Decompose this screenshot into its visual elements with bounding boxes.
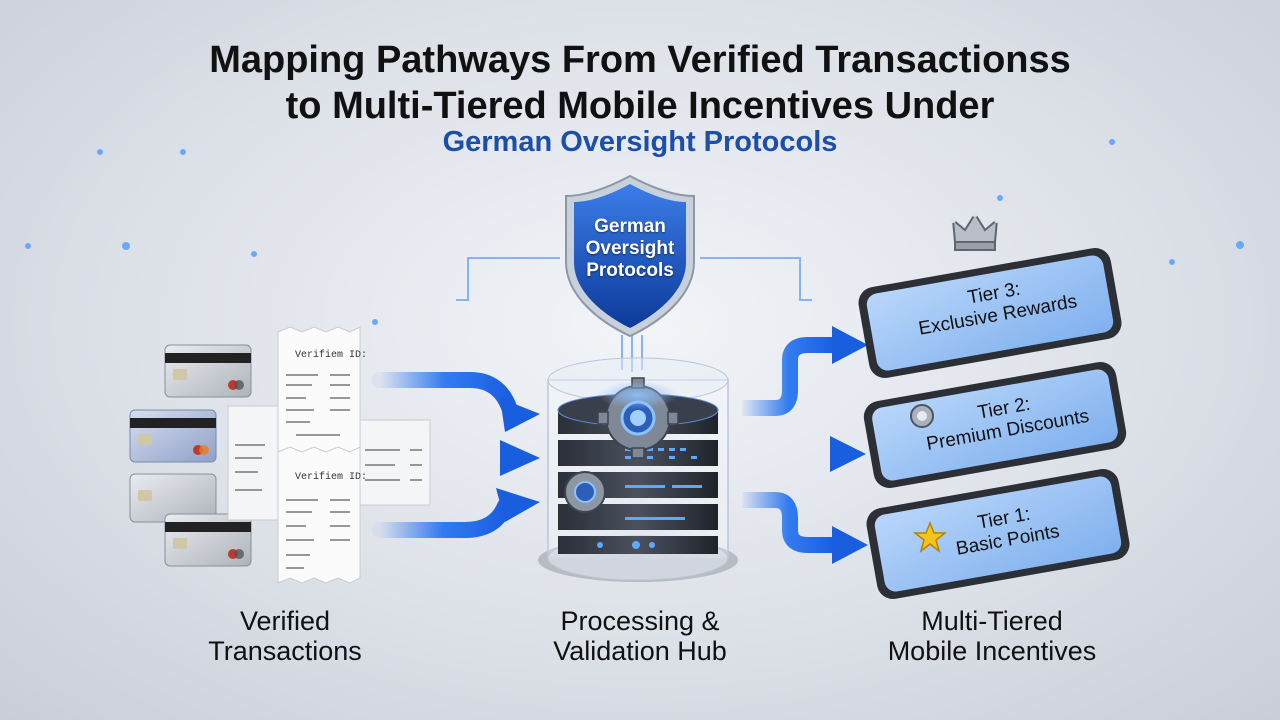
credit-card-stack: [129, 344, 252, 567]
credit-card: [129, 473, 217, 523]
receipt: [277, 446, 361, 584]
output-flow-arrows: [742, 326, 868, 564]
receipt: [354, 419, 431, 506]
star-icon: [912, 520, 948, 553]
processing-hub-server: [538, 357, 738, 582]
input-arrow-bottom: [372, 498, 513, 538]
page-title-line-1: Mapping Pathways From Verified Transacti…: [209, 39, 1071, 81]
section-label-hub-line-2: Validation Hub: [553, 636, 727, 666]
receipt-header: Verifiem ID:: [295, 350, 368, 361]
phone-tier-2: [863, 361, 1127, 489]
section-label-transactions: Verified Transactions: [125, 606, 445, 666]
page-subtitle: German Oversight Protocols: [442, 126, 838, 158]
oversight-shield-icon: [565, 174, 695, 338]
phone-tier-3: [858, 248, 1122, 378]
receipt-stack: [227, 326, 431, 584]
output-arrow-top: [742, 337, 835, 416]
phone-tier-1: [866, 469, 1130, 599]
input-arrow-mid-head: [500, 440, 540, 476]
gear-badge-icon: [910, 404, 934, 428]
output-arrow-top-head: [832, 326, 868, 364]
output-arrow-bottom-head: [832, 526, 868, 564]
credit-card: [129, 409, 217, 463]
sparkle-decorations: [25, 139, 1244, 325]
section-label-incentives-line-1: Multi-Tiered: [921, 606, 1063, 636]
shield-label-line-2: Oversight: [585, 238, 675, 259]
output-arrow-bottom: [742, 492, 835, 553]
receipt-header-2: Verifiem ID:: [295, 472, 368, 483]
shield-label-line-1: German: [594, 216, 666, 237]
section-label-hub: Processing & Validation Hub: [480, 606, 800, 666]
section-label-incentives: Multi-Tiered Mobile Incentives: [832, 606, 1152, 666]
credit-card: [164, 344, 252, 398]
receipt: [277, 326, 361, 453]
shield-label: German Oversight Protocols: [560, 216, 700, 282]
small-gear-icon: [564, 471, 606, 513]
input-arrow-top-head: [500, 398, 540, 432]
credit-card: [164, 513, 252, 567]
section-label-transactions-line-1: Verified: [239, 606, 331, 636]
input-arrow-top: [372, 372, 518, 418]
shield-label-line-3: Protocols: [586, 260, 674, 281]
page-title-line-2: to Multi-Tiered Mobile Incentives Under: [285, 85, 995, 127]
output-arrow-mid-head: [830, 436, 866, 472]
section-label-hub-line-1: Processing &: [560, 606, 720, 636]
section-label-transactions-line-2: Transactions: [208, 636, 362, 666]
section-label-incentives-line-2: Mobile Incentives: [887, 636, 1097, 666]
crown-icon: [950, 211, 1000, 251]
input-arrow-bottom-head: [496, 488, 540, 522]
input-flow-arrows: [372, 372, 540, 538]
